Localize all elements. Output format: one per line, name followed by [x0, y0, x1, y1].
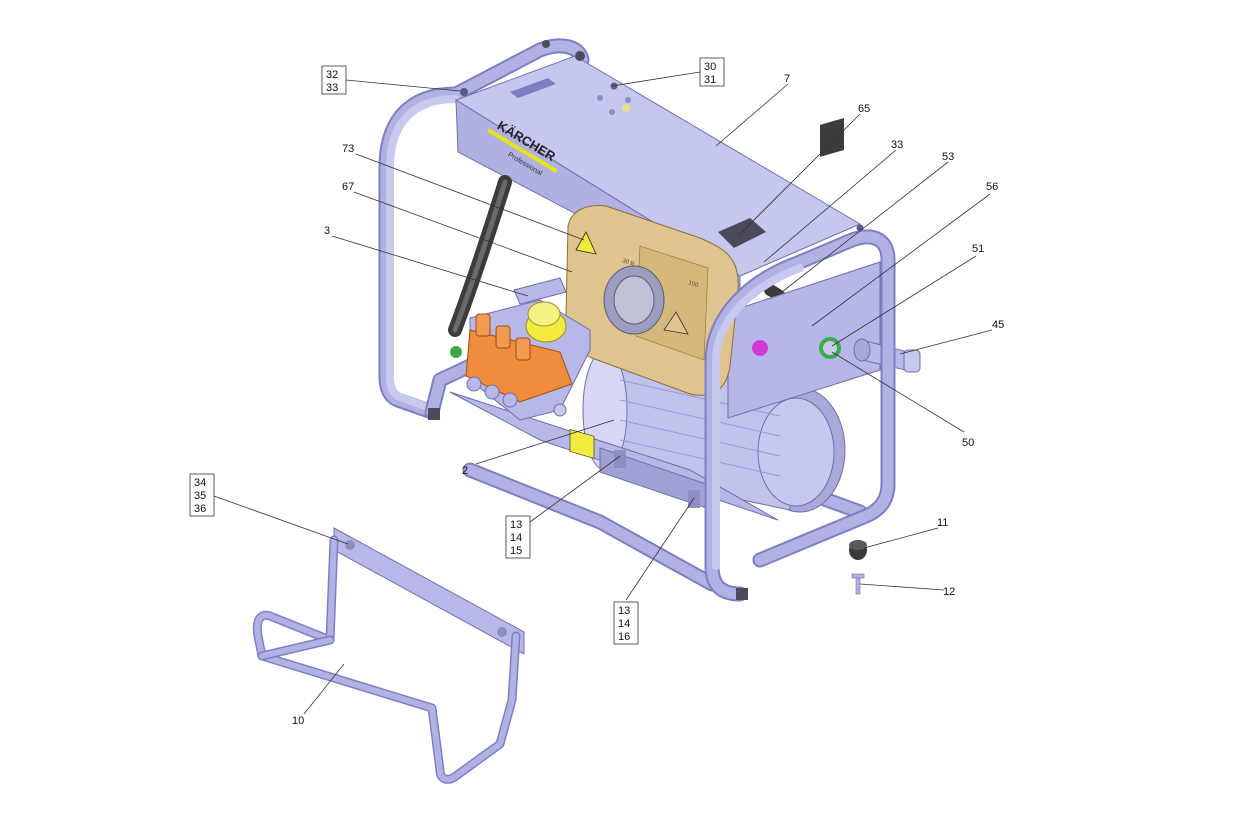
logo-accent-stripe: [486, 128, 558, 173]
callout-50: 50: [962, 437, 974, 449]
callout-13-14-15: 13 14 15: [505, 515, 531, 559]
loose-part-11: [849, 540, 867, 560]
callout-10: 10: [292, 715, 304, 727]
water-tank: 30 B 100: [565, 205, 739, 459]
svg-text:15: 15: [510, 545, 522, 557]
machine-frame-front: [428, 40, 896, 602]
svg-text:30: 30: [704, 61, 716, 73]
callout-32-33: 32 33: [321, 65, 347, 95]
electric-motor: [449, 349, 846, 521]
warning-sticker-67: [569, 429, 595, 459]
callout-56: 56: [986, 181, 998, 193]
magenta-fitting: [752, 340, 768, 356]
machine-frame: [378, 38, 868, 592]
svg-text:14: 14: [510, 532, 522, 544]
svg-text:34: 34: [194, 477, 206, 489]
rubber-foot: [736, 588, 748, 600]
loose-part-12-bolt: [851, 573, 865, 595]
svg-text:31: 31: [704, 74, 716, 86]
svg-text:33: 33: [326, 82, 338, 94]
svg-text:16: 16: [618, 631, 630, 643]
svg-text:32: 32: [326, 69, 338, 81]
callout-73: 73: [342, 143, 354, 155]
callout-labels: 32 33 30 31 7 65 73 33 53 67 56 3 51 45 …: [189, 57, 1004, 727]
callout-33: 33: [891, 139, 903, 151]
motor-foot-bolt: [688, 490, 700, 508]
svg-text:36: 36: [194, 503, 206, 515]
hot-surface-warning-icon: [575, 231, 597, 255]
callout-7: 7: [784, 73, 790, 85]
tank-marking-right: 100: [687, 280, 699, 289]
callout-2: 2: [462, 465, 468, 477]
motor-foot-bolt: [614, 450, 626, 468]
callout-30-31: 30 31: [699, 57, 725, 87]
high-pressure-pump: [450, 277, 591, 421]
leader-lines: [213, 71, 993, 715]
callout-34-35-36: 34 35 36: [189, 473, 215, 517]
electric-warning-icon: [663, 311, 689, 335]
top-screw-32: [460, 88, 468, 96]
svg-text:13: 13: [618, 605, 630, 617]
callout-12: 12: [943, 586, 955, 598]
rubber-foot: [428, 408, 440, 420]
callout-53: 53: [942, 151, 954, 163]
svg-text:35: 35: [194, 490, 206, 502]
callout-3: 3: [324, 225, 330, 237]
callout-65: 65: [858, 103, 870, 115]
svg-text:14: 14: [618, 618, 630, 630]
type-plate: [718, 218, 766, 248]
callout-67: 67: [342, 181, 354, 193]
callout-13-14-16: 13 14 16: [613, 601, 639, 645]
pump-cover-grille: [513, 277, 567, 305]
callout-11: 11: [937, 517, 948, 529]
handle-bracket-10: [252, 527, 525, 784]
callout-51: 51: [972, 243, 984, 255]
svg-text:13: 13: [510, 519, 522, 531]
callout-45: 45: [992, 319, 1004, 331]
tank-marking-left: 30 B: [621, 258, 635, 268]
